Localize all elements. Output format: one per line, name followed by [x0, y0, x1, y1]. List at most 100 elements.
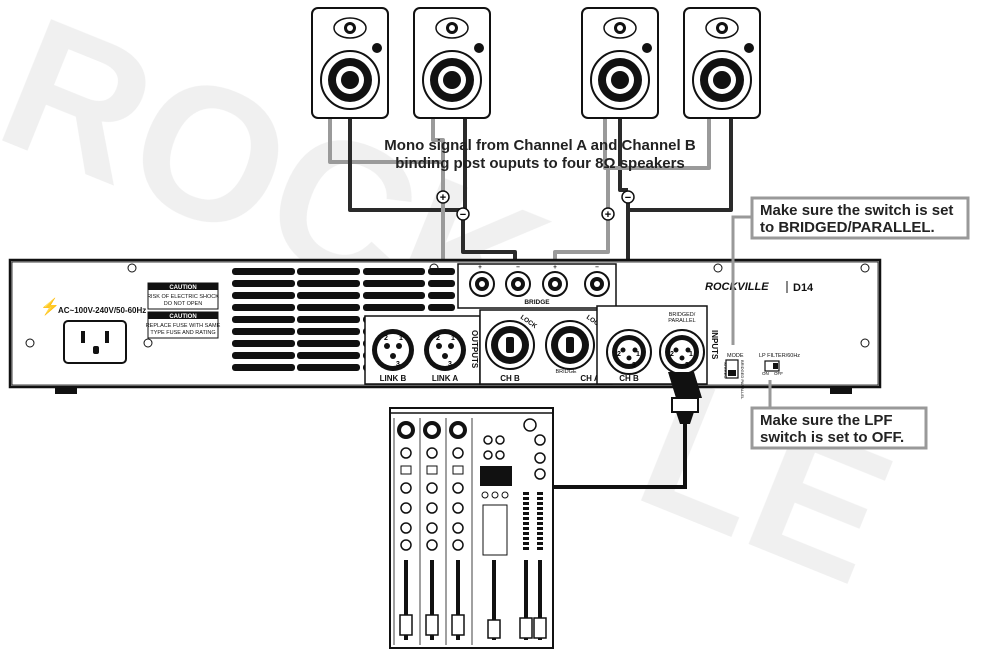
signal-description-line-1: Mono signal from Channel A and Channel B: [384, 137, 696, 154]
binding-post-4[interactable]: [584, 271, 610, 297]
mixer-knob[interactable]: [426, 522, 438, 534]
svg-text:2: 2: [617, 351, 621, 358]
vent-slot: [232, 280, 295, 287]
bridged-parallel-label-1: BRIDGED/: [669, 312, 696, 318]
svg-text:2: 2: [436, 335, 440, 342]
binding-post-1[interactable]: [469, 271, 495, 297]
svg-text:RISK OF ELECTRIC SHOCK: RISK OF ELECTRIC SHOCK: [147, 294, 219, 300]
input-ch-b-label: CH B: [619, 374, 639, 383]
svg-text:BRIDGE: BRIDGE: [524, 299, 550, 306]
mode-stereo-label: STEREO: [723, 362, 728, 378]
svg-text:Make sure the switch is set: Make sure the switch is set: [760, 202, 953, 219]
mode-bridged-label: BRIDGED PARALLEL: [740, 360, 745, 400]
vent-slot: [297, 364, 360, 371]
speaker-3: [581, 7, 659, 119]
svg-text:−: −: [460, 209, 466, 221]
svg-text:CAUTION: CAUTION: [169, 285, 196, 291]
binding-post-2[interactable]: [505, 271, 531, 297]
xlr-link-b[interactable]: 2 1 3: [372, 329, 414, 371]
vent-slot: [363, 280, 425, 287]
mixer-fader[interactable]: [519, 617, 533, 639]
vent-slot: [232, 292, 295, 299]
mixer-knob[interactable]: [452, 502, 464, 514]
mixer-fader[interactable]: [425, 614, 439, 636]
mixer-knob[interactable]: [452, 539, 464, 551]
svg-text:TYPE FUSE AND RATING: TYPE FUSE AND RATING: [150, 330, 215, 336]
combo-input-ch-a[interactable]: 2 1 3: [659, 329, 705, 375]
binding-post-3[interactable]: [542, 271, 568, 297]
mode-label: MODE: [727, 353, 744, 359]
power-label: AC~100V-240V/50-60Hz: [58, 306, 146, 315]
vent-slot: [232, 364, 295, 371]
mixer-fader-track: [456, 560, 460, 640]
mixer-knob[interactable]: [426, 482, 438, 494]
vent-slot: [297, 352, 360, 359]
vent-slot: [428, 304, 455, 311]
power-inlet[interactable]: [63, 320, 127, 364]
speakon-ch-a[interactable]: [545, 320, 595, 370]
mixer-knob[interactable]: [400, 522, 412, 534]
mixer-knob[interactable]: [400, 502, 412, 514]
speakon-ch-b[interactable]: [485, 320, 535, 370]
mixer-fader[interactable]: [399, 614, 413, 636]
mixer-fader-track: [430, 560, 434, 640]
combo-input-ch-b[interactable]: 2 1 3: [606, 329, 652, 375]
svg-text:3: 3: [685, 362, 689, 369]
mixer-fader-track: [404, 560, 408, 640]
minus-marker-right: −: [621, 190, 635, 204]
vent-slot: [363, 304, 425, 311]
svg-text:−: −: [595, 264, 599, 271]
plus-marker-right: +: [601, 207, 615, 221]
speaker-cabinets: [311, 7, 761, 119]
lpf-switch[interactable]: [764, 360, 780, 372]
vent-slot: [363, 268, 425, 275]
svg-text:+: +: [605, 209, 611, 221]
lpf-off-label: OFF: [774, 371, 783, 376]
svg-text:−: −: [516, 264, 520, 271]
plus-marker-left: +: [436, 190, 450, 204]
vent-slot: [232, 304, 295, 311]
mixer-fader[interactable]: [533, 617, 547, 639]
svg-text:to BRIDGED/PARALLEL.: to BRIDGED/PARALLEL.: [760, 219, 935, 236]
svg-text:1: 1: [689, 351, 693, 358]
mixer-knob[interactable]: [400, 482, 412, 494]
mixer-knob[interactable]: [400, 539, 412, 551]
mixer-knob[interactable]: [452, 522, 464, 534]
svg-text:CAUTION: CAUTION: [169, 314, 196, 320]
mixer-fader[interactable]: [487, 619, 501, 639]
mixer-jack[interactable]: [426, 447, 438, 459]
speakon-bridge-label: BRIDGE: [555, 369, 576, 375]
svg-text:1: 1: [451, 335, 455, 342]
svg-text:switch is set to OFF.: switch is set to OFF.: [760, 429, 904, 446]
mixer-jack[interactable]: [400, 447, 412, 459]
vent-slot: [297, 328, 360, 335]
lpf-label: LP FILTER/60Hz: [759, 353, 800, 359]
model-label: D14: [793, 282, 814, 294]
xlr-link-a[interactable]: 2 1 3: [424, 329, 466, 371]
polarity-markers: + − + −: [436, 190, 635, 221]
vent-slot: [232, 340, 295, 347]
link-a-label: LINK A: [432, 374, 459, 383]
mixer-knob[interactable]: [452, 482, 464, 494]
svg-text:2: 2: [670, 351, 674, 358]
vent-slot: [232, 328, 295, 335]
svg-text:3: 3: [632, 362, 636, 369]
mode-switch[interactable]: [725, 359, 739, 379]
mixer-fader[interactable]: [451, 614, 465, 636]
mixer-knob[interactable]: [426, 539, 438, 551]
inputs-label: INPUTS: [710, 330, 719, 360]
svg-text:+: +: [440, 192, 446, 204]
vent-slot: [297, 280, 360, 287]
outputs-label: OUTPUTS: [470, 330, 479, 369]
vent-slot: [428, 280, 455, 287]
mixer-jack[interactable]: [452, 447, 464, 459]
speakon-ch-a-label: CH A: [580, 374, 599, 383]
vent-slot: [232, 352, 295, 359]
speaker-2: [413, 7, 491, 119]
minus-marker-left: −: [456, 207, 470, 221]
svg-text:−: −: [625, 192, 631, 204]
svg-text:1: 1: [636, 351, 640, 358]
amplifier-rear-panel: ⚡ AC~100V-240V/50-60Hz CAUTION RISK OF E…: [8, 258, 882, 400]
mixer-knob[interactable]: [426, 502, 438, 514]
speaker-4: [683, 7, 761, 119]
